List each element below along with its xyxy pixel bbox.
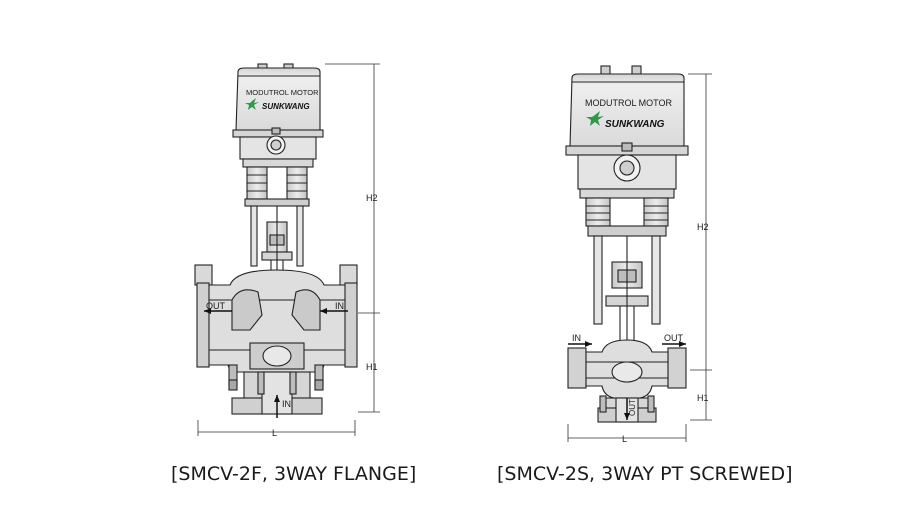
left-dim-l: L bbox=[272, 428, 277, 438]
left-dimension-lines bbox=[197, 63, 380, 436]
right-valve-body bbox=[567, 339, 687, 423]
left-port-out: OUT bbox=[206, 301, 226, 311]
left-brand-logo bbox=[245, 98, 259, 110]
right-motor-label: MODUTROL MOTOR bbox=[585, 98, 672, 108]
right-valve: MODUTROL MOTOR SUNKWANG bbox=[565, 65, 712, 444]
right-dim-h2: H2 bbox=[697, 222, 709, 232]
left-dim-h1: H1 bbox=[366, 362, 378, 372]
left-motor-housing bbox=[232, 63, 324, 160]
right-port-out-bottom: OUT bbox=[628, 399, 637, 416]
right-motor-housing bbox=[565, 65, 689, 190]
right-brand-logo bbox=[586, 111, 604, 126]
right-flow-arrows bbox=[568, 341, 686, 420]
right-dimension-lines bbox=[567, 73, 712, 442]
left-motor-label: MODUTROL MOTOR bbox=[246, 88, 319, 97]
left-port-in-right: IN bbox=[335, 301, 344, 311]
right-actuator-linkage bbox=[579, 188, 675, 362]
right-dim-l: L bbox=[622, 434, 627, 444]
left-valve-caption: [SMCV-2F, 3WAY FLANGE] bbox=[171, 463, 417, 485]
right-valve-caption: [SMCV-2S, 3WAY PT SCREWED] bbox=[497, 463, 793, 485]
left-flow-arrows bbox=[204, 308, 348, 418]
left-dim-h2: H2 bbox=[366, 193, 378, 203]
right-port-out: OUT bbox=[664, 333, 684, 343]
right-port-in: IN bbox=[572, 333, 581, 343]
left-valve: MODUTROL MOTOR SUNKWANG bbox=[194, 63, 380, 438]
left-brand-text: SUNKWANG bbox=[262, 102, 310, 111]
left-valve-body bbox=[194, 264, 358, 415]
right-dim-h1: H1 bbox=[697, 393, 709, 403]
right-brand-text: SUNKWANG bbox=[605, 119, 665, 130]
left-port-in-bottom: IN bbox=[282, 399, 291, 409]
